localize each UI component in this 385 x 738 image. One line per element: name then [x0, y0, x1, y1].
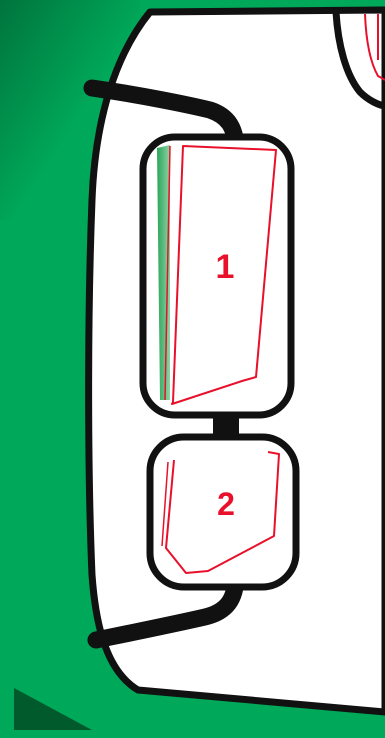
mirror-1-red-inner [164, 145, 171, 401]
mirror-2: 2 [146, 433, 300, 591]
mirror-2-number: 2 [217, 486, 235, 522]
mirror-2-red-outline [165, 451, 280, 574]
upper-mirror-edge [332, 8, 385, 110]
mirror-1: 1 [139, 133, 295, 419]
upper-mirror-red-line [364, 13, 385, 81]
mirror-1-red-outline [171, 145, 277, 405]
corner-triangle [14, 688, 92, 730]
mirror-arm-lower [87, 566, 245, 649]
mirror-1-number: 1 [216, 248, 235, 286]
mirror-2-housing [146, 433, 300, 591]
mirror-arm-upper [83, 79, 245, 159]
mirror-2-red-inner [161, 461, 169, 547]
